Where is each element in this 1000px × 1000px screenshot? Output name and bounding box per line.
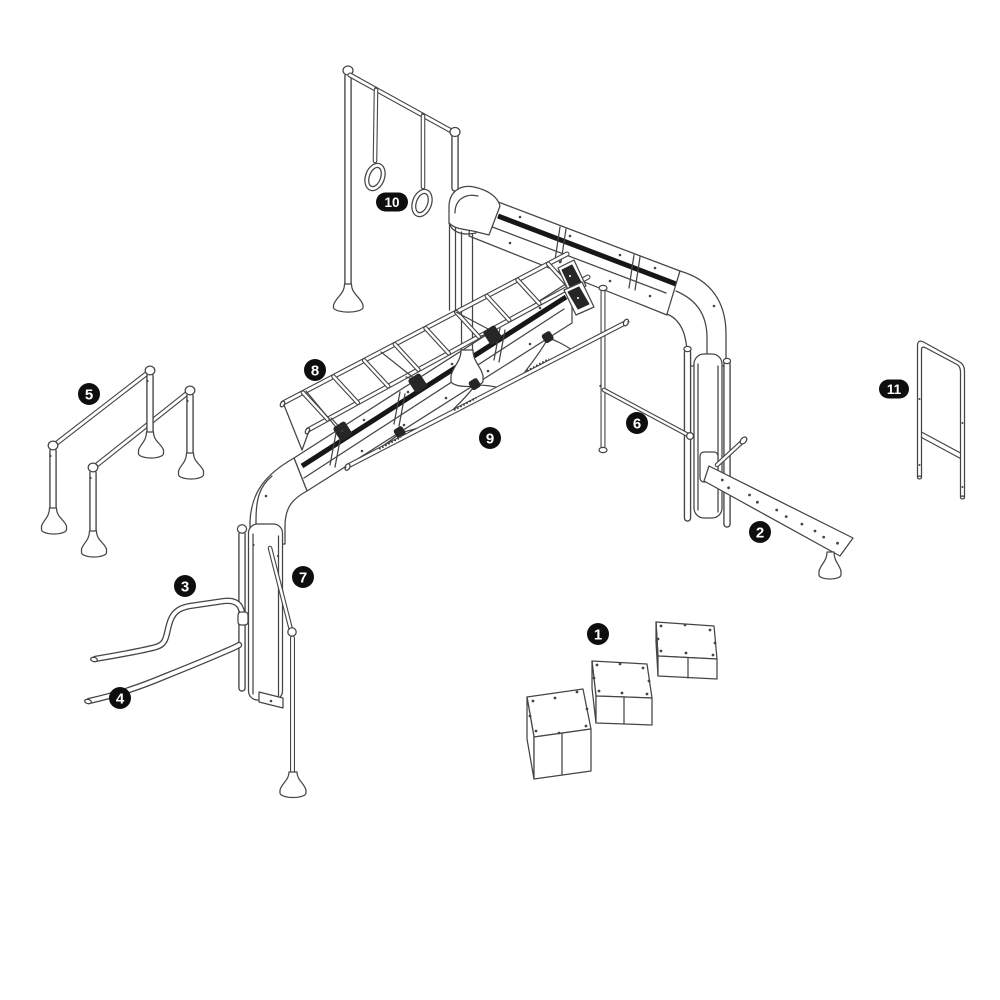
- part-overhead-beam-left: [293, 279, 573, 492]
- step-box-small: [655, 621, 718, 680]
- post-flared-foot: [279, 771, 307, 799]
- callout-6-label: 6: [633, 415, 641, 432]
- callout-10-badge: [376, 192, 408, 212]
- callout-6: 6: [626, 412, 648, 434]
- step-box-large: [526, 688, 592, 780]
- part-left-post: [236, 523, 307, 799]
- step-box-medium: [591, 660, 653, 726]
- callout-10-label: 10: [384, 195, 399, 210]
- callout-11: 11: [879, 379, 909, 399]
- callout-1-label: 1: [594, 626, 602, 643]
- callout-2: 2: [749, 521, 771, 543]
- callout-11-badge: [879, 379, 909, 399]
- part-beam-corner-right: [666, 270, 727, 367]
- callout-9: 9: [479, 427, 501, 449]
- callout-3: 3: [174, 575, 196, 597]
- post-flared-foot: [450, 349, 484, 388]
- callout-11-label: 11: [887, 382, 902, 397]
- callout-7-label: 7: [299, 569, 307, 586]
- callout-2-badge: [749, 521, 771, 543]
- part-zigzag-bar: [90, 597, 249, 663]
- callout-6-badge: [626, 412, 648, 434]
- post-ball-cap: [449, 126, 461, 138]
- callout-9-label: 9: [486, 430, 494, 447]
- callout-8-label: 8: [311, 362, 319, 379]
- callout-5-badge: [78, 383, 100, 405]
- part-gym-rings-station: [332, 65, 461, 313]
- callout-7-badge: [292, 566, 314, 588]
- ladder-rungs: [300, 261, 572, 422]
- post-ball-cap: [236, 524, 248, 534]
- part-center-post-upper: [448, 219, 457, 311]
- part-monkey-bar-ladder: [279, 251, 591, 451]
- bench-foot: [818, 551, 842, 580]
- post-flared-foot: [332, 283, 364, 313]
- part-beam-end-cap: [448, 185, 501, 236]
- part-brace-pole: [598, 284, 695, 454]
- callout-8-badge: [304, 359, 326, 381]
- callout-5: 5: [78, 383, 100, 405]
- callout-5-label: 5: [85, 386, 93, 403]
- part-lower-rail: [344, 318, 630, 471]
- callout-2-label: 2: [756, 524, 764, 541]
- gym-ring: [364, 162, 386, 192]
- gym-ring: [411, 188, 433, 218]
- part-parallel-bars: [40, 365, 205, 558]
- callout-7: 7: [292, 566, 314, 588]
- callout-4-badge: [109, 687, 131, 709]
- part-step-boxes: [526, 621, 718, 780]
- callout-4: 4: [109, 687, 131, 709]
- callout-4-label: 4: [116, 690, 125, 707]
- part-bench: [699, 436, 854, 580]
- callout-8: 8: [304, 359, 326, 381]
- callout-1-badge: [587, 623, 609, 645]
- callout-3-badge: [174, 575, 196, 597]
- callout-9-badge: [479, 427, 501, 449]
- part-junction-clamps: [557, 259, 595, 316]
- callout-3-label: 3: [181, 578, 189, 595]
- callouts: 1 2 3 4 5 6 7 8: [78, 192, 909, 709]
- callout-1: 1: [587, 623, 609, 645]
- part-frame: [916, 340, 966, 500]
- callout-10: 10: [376, 192, 408, 212]
